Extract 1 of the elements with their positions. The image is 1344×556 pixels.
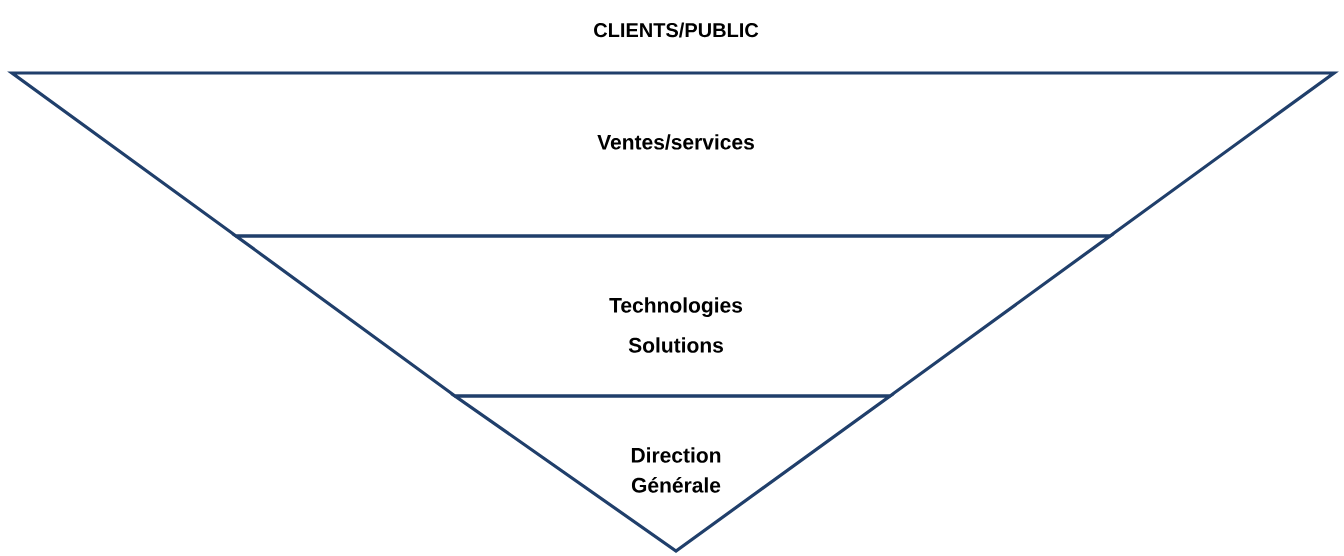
heading: CLIENTS/PUBLIC xyxy=(594,22,759,38)
